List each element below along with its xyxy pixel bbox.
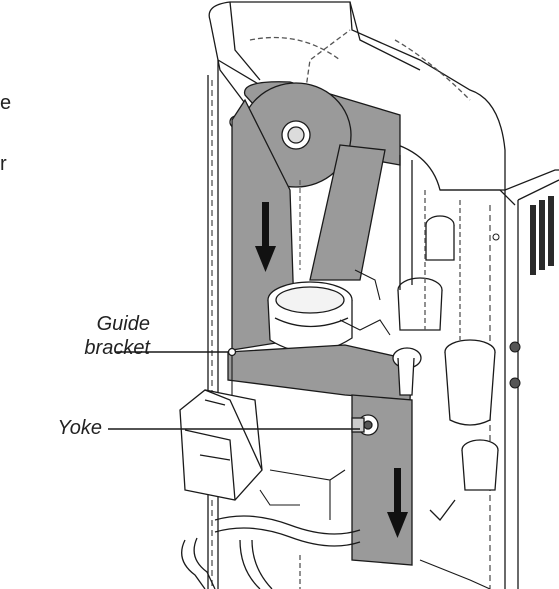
guide-bracket-label: Guide bracket <box>50 312 150 360</box>
yoke <box>351 414 379 436</box>
valve-fittings <box>392 215 499 521</box>
cropped-text-fragment: r <box>0 153 7 175</box>
guide-bracket-attachment <box>227 347 237 357</box>
film-direction-arrow-lower <box>387 468 408 538</box>
film-web-diagonal <box>309 144 386 281</box>
support-rods <box>399 155 461 340</box>
forming-tube <box>267 281 353 353</box>
film-web-bracket <box>227 344 413 401</box>
hoses <box>181 515 361 589</box>
motor-housing <box>179 389 263 501</box>
panel-knobs <box>492 233 521 389</box>
right-frame <box>489 169 559 589</box>
yoke-label: Yoke <box>57 417 102 439</box>
left-frame <box>207 59 261 589</box>
film-direction-arrow-upper <box>255 202 276 272</box>
structure-details <box>231 180 491 589</box>
guide-bracket-label-line2: bracket <box>84 337 150 359</box>
guide-bracket-label-line1: Guide <box>96 313 150 335</box>
vent-grille <box>530 196 554 275</box>
cropped-text-fragment: e <box>0 92 12 114</box>
